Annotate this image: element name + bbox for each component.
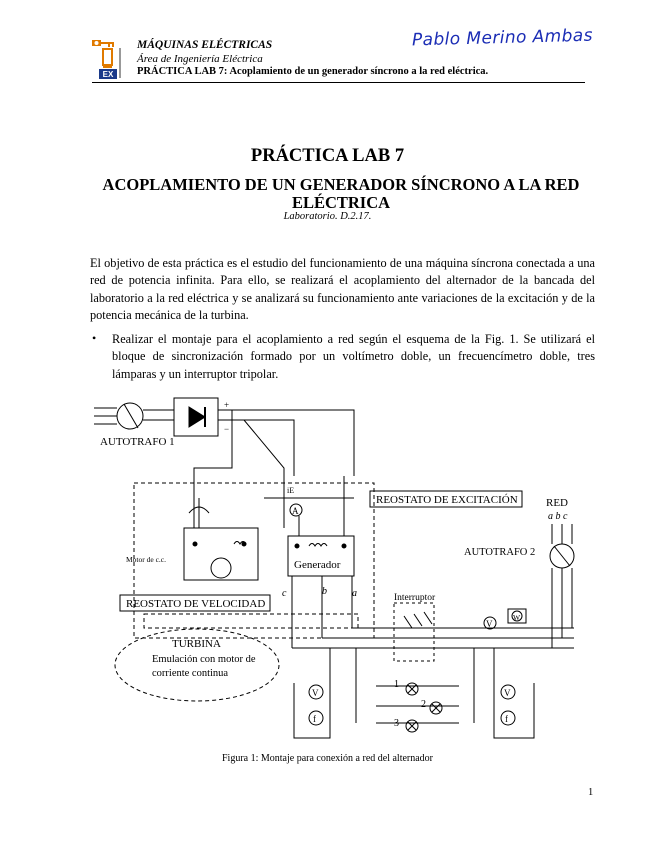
wiring-diagram: AUTOTRAFO 1 + − Motor de c.c. REOSTATO D… xyxy=(94,397,575,739)
document-title: PRÁCTICA LAB 7 xyxy=(250,146,405,166)
figure-caption: Figura 1: Montaje para conexión a red de… xyxy=(221,753,434,764)
speed-rheostat-label: REOSTATO DE VELOCIDAD xyxy=(126,598,265,610)
generator-symbol xyxy=(287,476,355,577)
rectifier-minus: − xyxy=(224,424,229,434)
bullet-icon: • xyxy=(92,331,97,345)
turbine-label: TURBINA xyxy=(172,638,221,650)
rectifier-plus: + xyxy=(224,400,229,410)
lamp-2-label: 2 xyxy=(421,699,426,710)
wattmeter-icon: W xyxy=(513,613,521,622)
lamp-3-label: 3 xyxy=(394,718,399,729)
terminal-c: c xyxy=(282,588,287,599)
handwritten-signature: Pablo Merino Ambas xyxy=(411,25,594,51)
header-area: Área de Ingeniería Eléctrica xyxy=(137,53,263,65)
ie-label: iE xyxy=(287,486,294,495)
autotrafo-2-label: AUTOTRAFO 2 xyxy=(464,547,535,558)
generator-label: Generador xyxy=(294,559,341,571)
grid-label: RED xyxy=(546,497,568,509)
ammeter-icon: A xyxy=(292,506,299,516)
lamp-1-label: 1 xyxy=(394,679,399,690)
grid-phases: a b c xyxy=(548,511,568,522)
rectifier-icon xyxy=(173,397,232,437)
logo-text: EX xyxy=(103,70,114,79)
motor-dc-label: Motor de c.c. xyxy=(126,555,166,564)
intro-paragraph: El objetivo de esta práctica es el estud… xyxy=(90,256,595,322)
voltmeter-left-icon: V xyxy=(312,688,319,698)
autotrafo-1-symbol xyxy=(94,402,174,430)
voltmeter-right-icon: V xyxy=(504,688,511,698)
excitation-rheostat-label: REOSTATO DE EXCITACIÓN xyxy=(376,494,518,506)
lab-location: Laboratorio. D.2.17. xyxy=(283,211,372,222)
header-divider xyxy=(92,82,585,84)
header-practice: PRÁCTICA LAB 7: Acoplamiento de un gener… xyxy=(137,66,489,77)
terminal-b: b xyxy=(322,586,327,597)
page-number: 1 xyxy=(588,787,594,798)
emulation-line-2: corriente continua xyxy=(152,668,228,679)
freq-left-icon: f xyxy=(313,714,316,724)
header-title: MÁQUINAS ELÉCTRICAS xyxy=(137,39,273,51)
autotrafo-1-label: AUTOTRAFO 1 xyxy=(100,436,175,448)
motor-dc-symbol xyxy=(183,498,259,581)
freq-right-icon: f xyxy=(505,714,508,724)
instruction-bullet: Realizar el montaje para el acoplamiento… xyxy=(112,332,595,381)
uex-logo: EX xyxy=(92,40,121,79)
emulation-line-1: Emulación con motor de xyxy=(152,654,256,665)
switch-label: Interruptor xyxy=(394,593,436,603)
document-subtitle: ACOPLAMIENTO DE UN GENERADOR SÍNCRONO A … xyxy=(102,175,580,212)
voltmeter-icon: V xyxy=(486,619,493,629)
terminal-a: a xyxy=(352,588,357,599)
